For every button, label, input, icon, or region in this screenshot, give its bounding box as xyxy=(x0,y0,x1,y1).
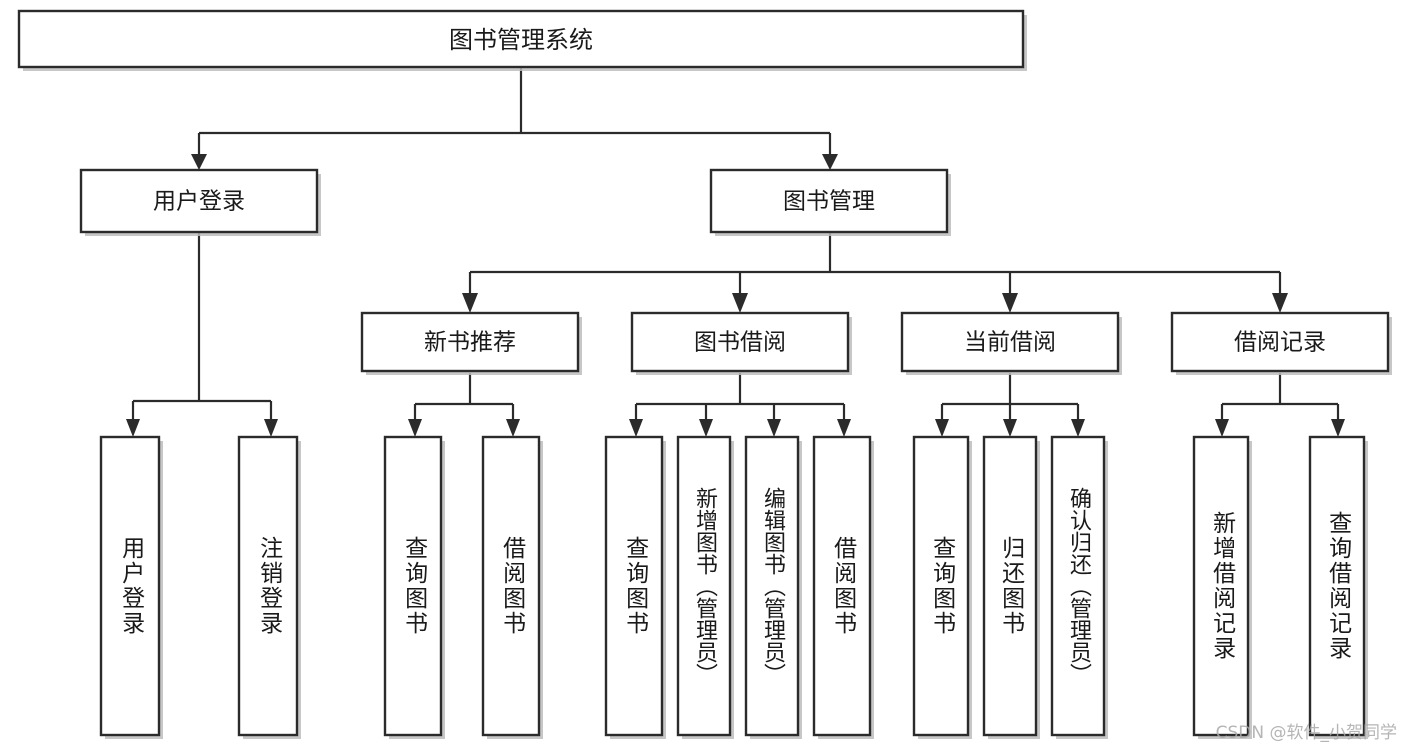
leaf-box[interactable] xyxy=(1050,435,1106,737)
leaf-borrow-record-1[interactable] xyxy=(1192,435,1252,739)
arrow-to-borrow-record xyxy=(1272,293,1288,313)
leaf-book-borrow-2[interactable] xyxy=(676,435,734,739)
node-new-book-recommend[interactable]: 新书推荐 xyxy=(360,311,582,375)
node-current-borrow[interactable]: 当前借阅 xyxy=(900,311,1122,375)
arrow-currentborrow-leaf-3 xyxy=(1071,419,1085,437)
leaf-box[interactable] xyxy=(982,435,1038,737)
arrow-newbook-leaf-1 xyxy=(408,419,422,437)
connector-group xyxy=(126,67,1345,437)
book-management-box[interactable] xyxy=(709,168,949,234)
new-book-recommend-label: 新书推荐 xyxy=(424,330,516,356)
arrow-currentborrow-leaf-1 xyxy=(935,419,949,437)
root-label: 图书管理系统 xyxy=(449,26,593,54)
arrow-to-book-mgmt xyxy=(822,154,838,170)
arrow-userlogin-leaf-1 xyxy=(126,419,140,437)
current-borrow-label: 当前借阅 xyxy=(964,330,1056,356)
book-management-label: 图书管理 xyxy=(783,189,875,215)
borrow-record-label: 借阅记录 xyxy=(1234,330,1326,356)
csdn-watermark: CSDN @软件_小贺同学 xyxy=(1215,723,1397,743)
arrow-newbook-leaf-2 xyxy=(506,419,520,437)
leaf-box[interactable] xyxy=(676,435,732,737)
leaf-book-borrow-1[interactable] xyxy=(604,435,666,739)
arrow-to-book-borrow xyxy=(732,293,748,313)
leaf-book-borrow-4[interactable] xyxy=(812,435,874,739)
leaf-box[interactable] xyxy=(744,435,800,737)
leaf-box[interactable] xyxy=(481,435,541,737)
arrow-to-user-login xyxy=(191,154,207,170)
user-login-label: 用户登录 xyxy=(153,189,245,215)
leaf-box[interactable] xyxy=(812,435,872,737)
borrow-record-box[interactable] xyxy=(1170,311,1390,373)
leaf-book-borrow-3[interactable] xyxy=(744,435,802,739)
leaf-user-login-1[interactable] xyxy=(99,435,163,739)
root-box[interactable] xyxy=(17,9,1025,69)
book-borrow-box[interactable] xyxy=(630,311,850,373)
leaf-borrow-record-2[interactable] xyxy=(1308,435,1368,739)
arrow-userlogin-leaf-2 xyxy=(264,419,278,437)
arrow-bookborrow-leaf-2 xyxy=(699,419,713,437)
user-login-box[interactable] xyxy=(79,168,319,234)
leaf-current-borrow-3[interactable] xyxy=(1050,435,1108,739)
leaf-box[interactable] xyxy=(99,435,161,737)
leaf-current-borrow-1[interactable] xyxy=(912,435,972,739)
leaf-box[interactable] xyxy=(1192,435,1250,737)
arrow-currentborrow-leaf-2 xyxy=(1003,419,1017,437)
leaf-user-login-2[interactable] xyxy=(237,435,301,739)
leaf-box[interactable] xyxy=(1308,435,1366,737)
arrow-borrowrecord-leaf-1 xyxy=(1215,419,1229,437)
node-root[interactable]: 图书管理系统 xyxy=(17,9,1027,71)
node-borrow-record[interactable]: 借阅记录 xyxy=(1170,311,1392,375)
new-book-recommend-box[interactable] xyxy=(360,311,580,373)
arrow-to-current-borrow xyxy=(1002,293,1018,313)
book-borrow-label: 图书借阅 xyxy=(694,330,786,356)
arrow-bookborrow-leaf-4 xyxy=(837,419,851,437)
current-borrow-box[interactable] xyxy=(900,311,1120,373)
arrow-borrowrecord-leaf-2 xyxy=(1331,419,1345,437)
leaf-new-book-recommend-2[interactable] xyxy=(481,435,543,739)
node-book-management[interactable]: 图书管理 xyxy=(709,168,951,236)
arrow-bookborrow-leaf-1 xyxy=(629,419,643,437)
leaf-box[interactable] xyxy=(237,435,299,737)
leaf-box[interactable] xyxy=(604,435,664,737)
arrow-bookborrow-leaf-3 xyxy=(767,419,781,437)
node-book-borrow[interactable]: 图书借阅 xyxy=(630,311,852,375)
leaf-box[interactable] xyxy=(912,435,970,737)
leaf-new-book-recommend-1[interactable] xyxy=(383,435,445,739)
leaf-current-borrow-2[interactable] xyxy=(982,435,1040,739)
node-user-login[interactable]: 用户登录 xyxy=(79,168,321,236)
arrow-to-new-book-recommend xyxy=(462,293,478,313)
leaf-box[interactable] xyxy=(383,435,443,737)
